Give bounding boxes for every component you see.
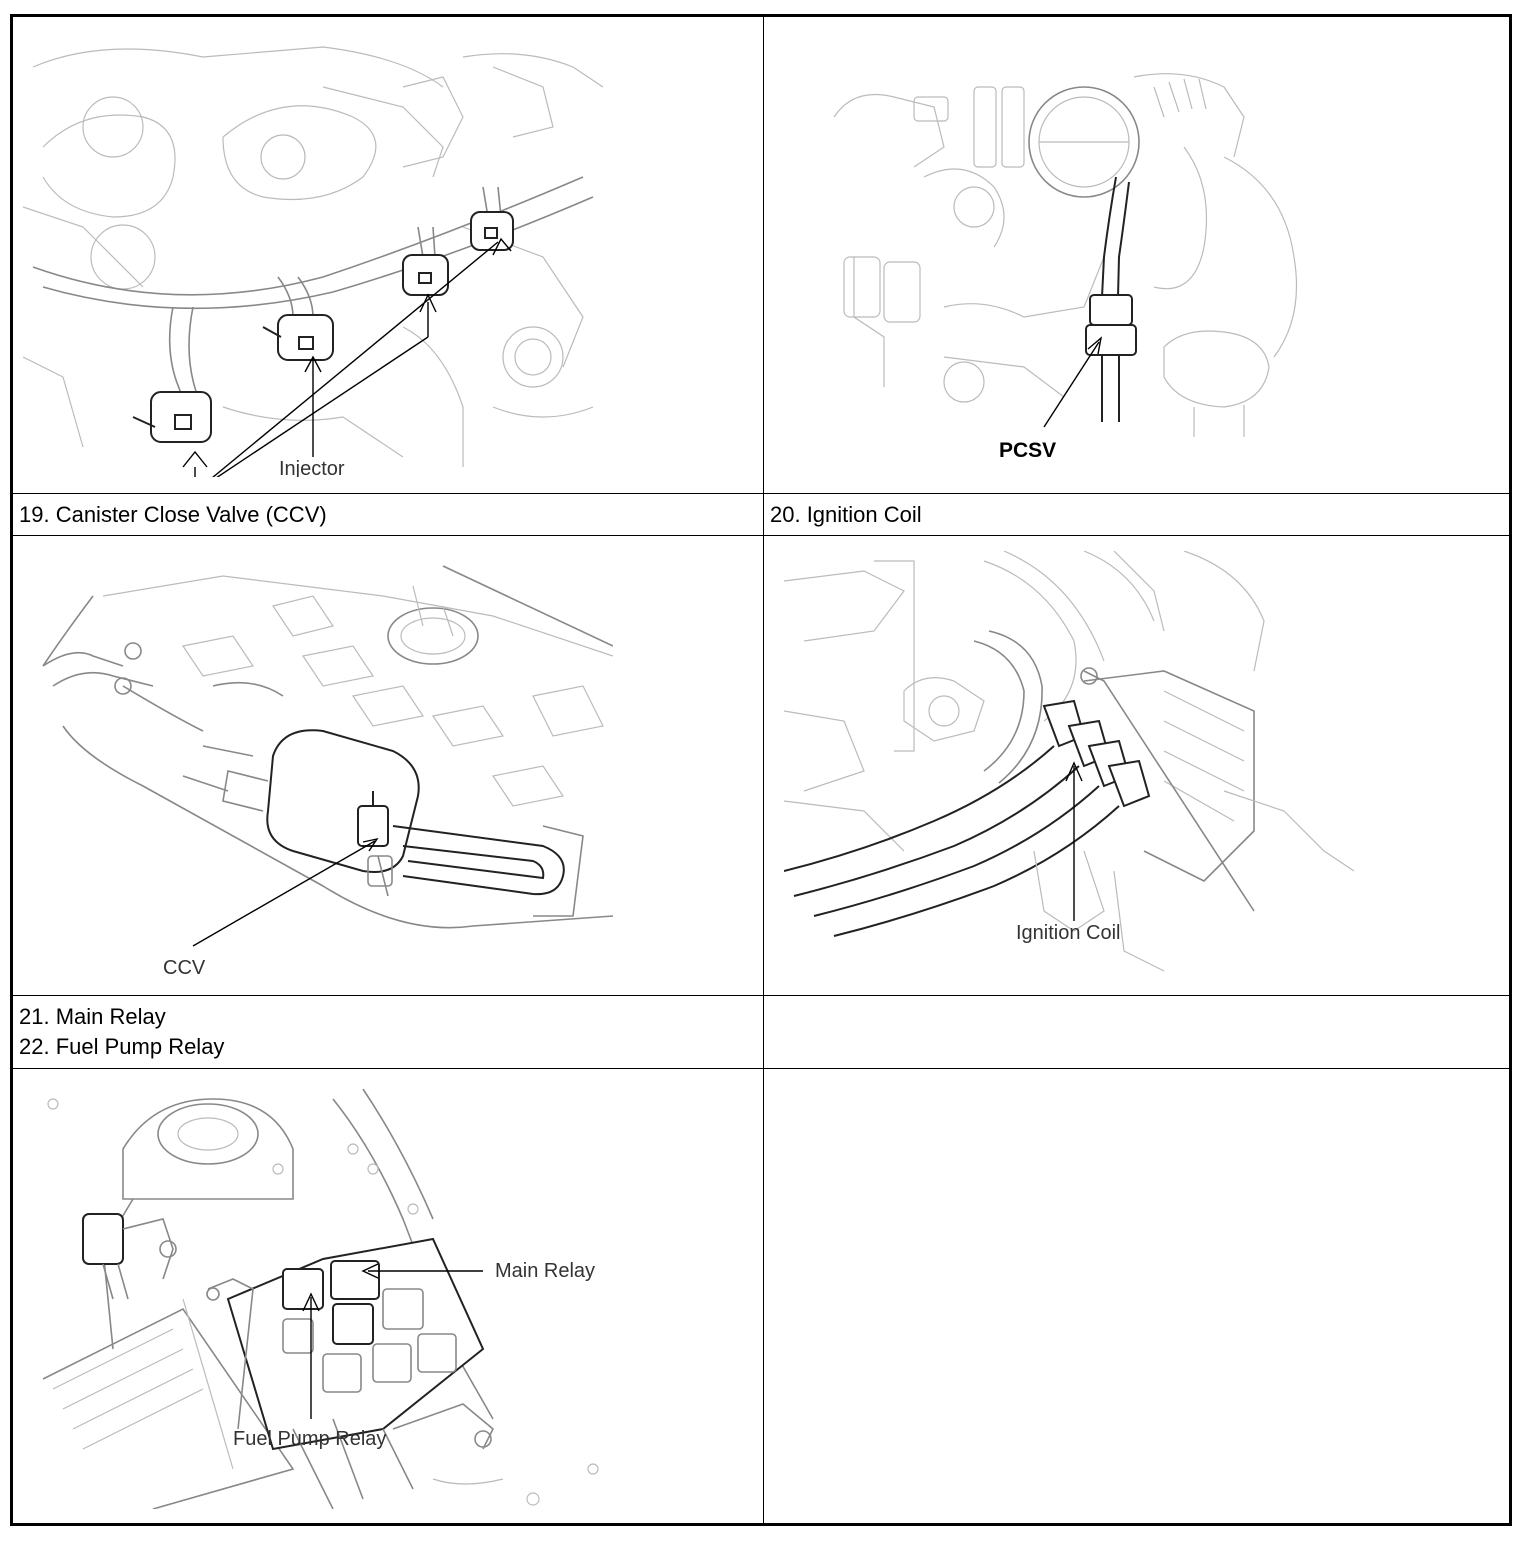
caption-relays: 21. Main Relay 22. Fuel Pump Relay — [13, 996, 763, 1068]
caption-empty — [764, 996, 1512, 1068]
main-relay-label: Main Relay — [495, 1260, 595, 1282]
ignition-coil-diagram: Ignition Coil — [784, 551, 1355, 972]
pcsv-diagram: PCSV — [833, 73, 1298, 457]
fuel-pump-relay-label: Fuel Pump Relay — [233, 1428, 386, 1450]
caption-ignition-coil: 20. Ignition Coil — [764, 494, 1512, 535]
row-divider — [13, 535, 1509, 536]
ccv-diagram: CCV — [42, 565, 613, 976]
row-divider — [13, 1068, 1509, 1069]
relay-diagram: Main Relay Fuel Pump Relay — [42, 1089, 599, 1509]
ccv-label: CCV — [163, 957, 206, 976]
pcsv-figure-cell: PCSV — [764, 17, 1512, 493]
caption-ccv-line: 19. Canister Close Valve (CCV) — [19, 502, 327, 527]
relay-figure-cell: Main Relay Fuel Pump Relay — [13, 1069, 763, 1526]
row-divider — [13, 493, 1509, 494]
column-divider — [763, 17, 764, 1523]
ignition-coil-label: Ignition Coil — [1016, 922, 1121, 944]
ignition-coil-figure-cell: Ignition Coil — [764, 536, 1512, 995]
empty-figure-cell — [764, 1069, 1512, 1526]
caption-ccv: 19. Canister Close Valve (CCV) — [13, 494, 763, 535]
row-divider — [13, 995, 1509, 996]
pcsv-label: PCSV — [999, 439, 1056, 457]
caption-main-relay: 21. Main Relay — [19, 1004, 166, 1029]
ccv-figure-cell: CCV — [13, 536, 763, 995]
injector-diagram: Injector — [23, 46, 603, 477]
injector-figure-cell: Injector — [13, 17, 763, 493]
injector-label: Injector — [279, 458, 345, 477]
caption-ignition-coil-line: 20. Ignition Coil — [770, 502, 922, 527]
diagram-table: Injector — [10, 14, 1512, 1526]
caption-fuel-pump-relay: 22. Fuel Pump Relay — [19, 1034, 225, 1059]
